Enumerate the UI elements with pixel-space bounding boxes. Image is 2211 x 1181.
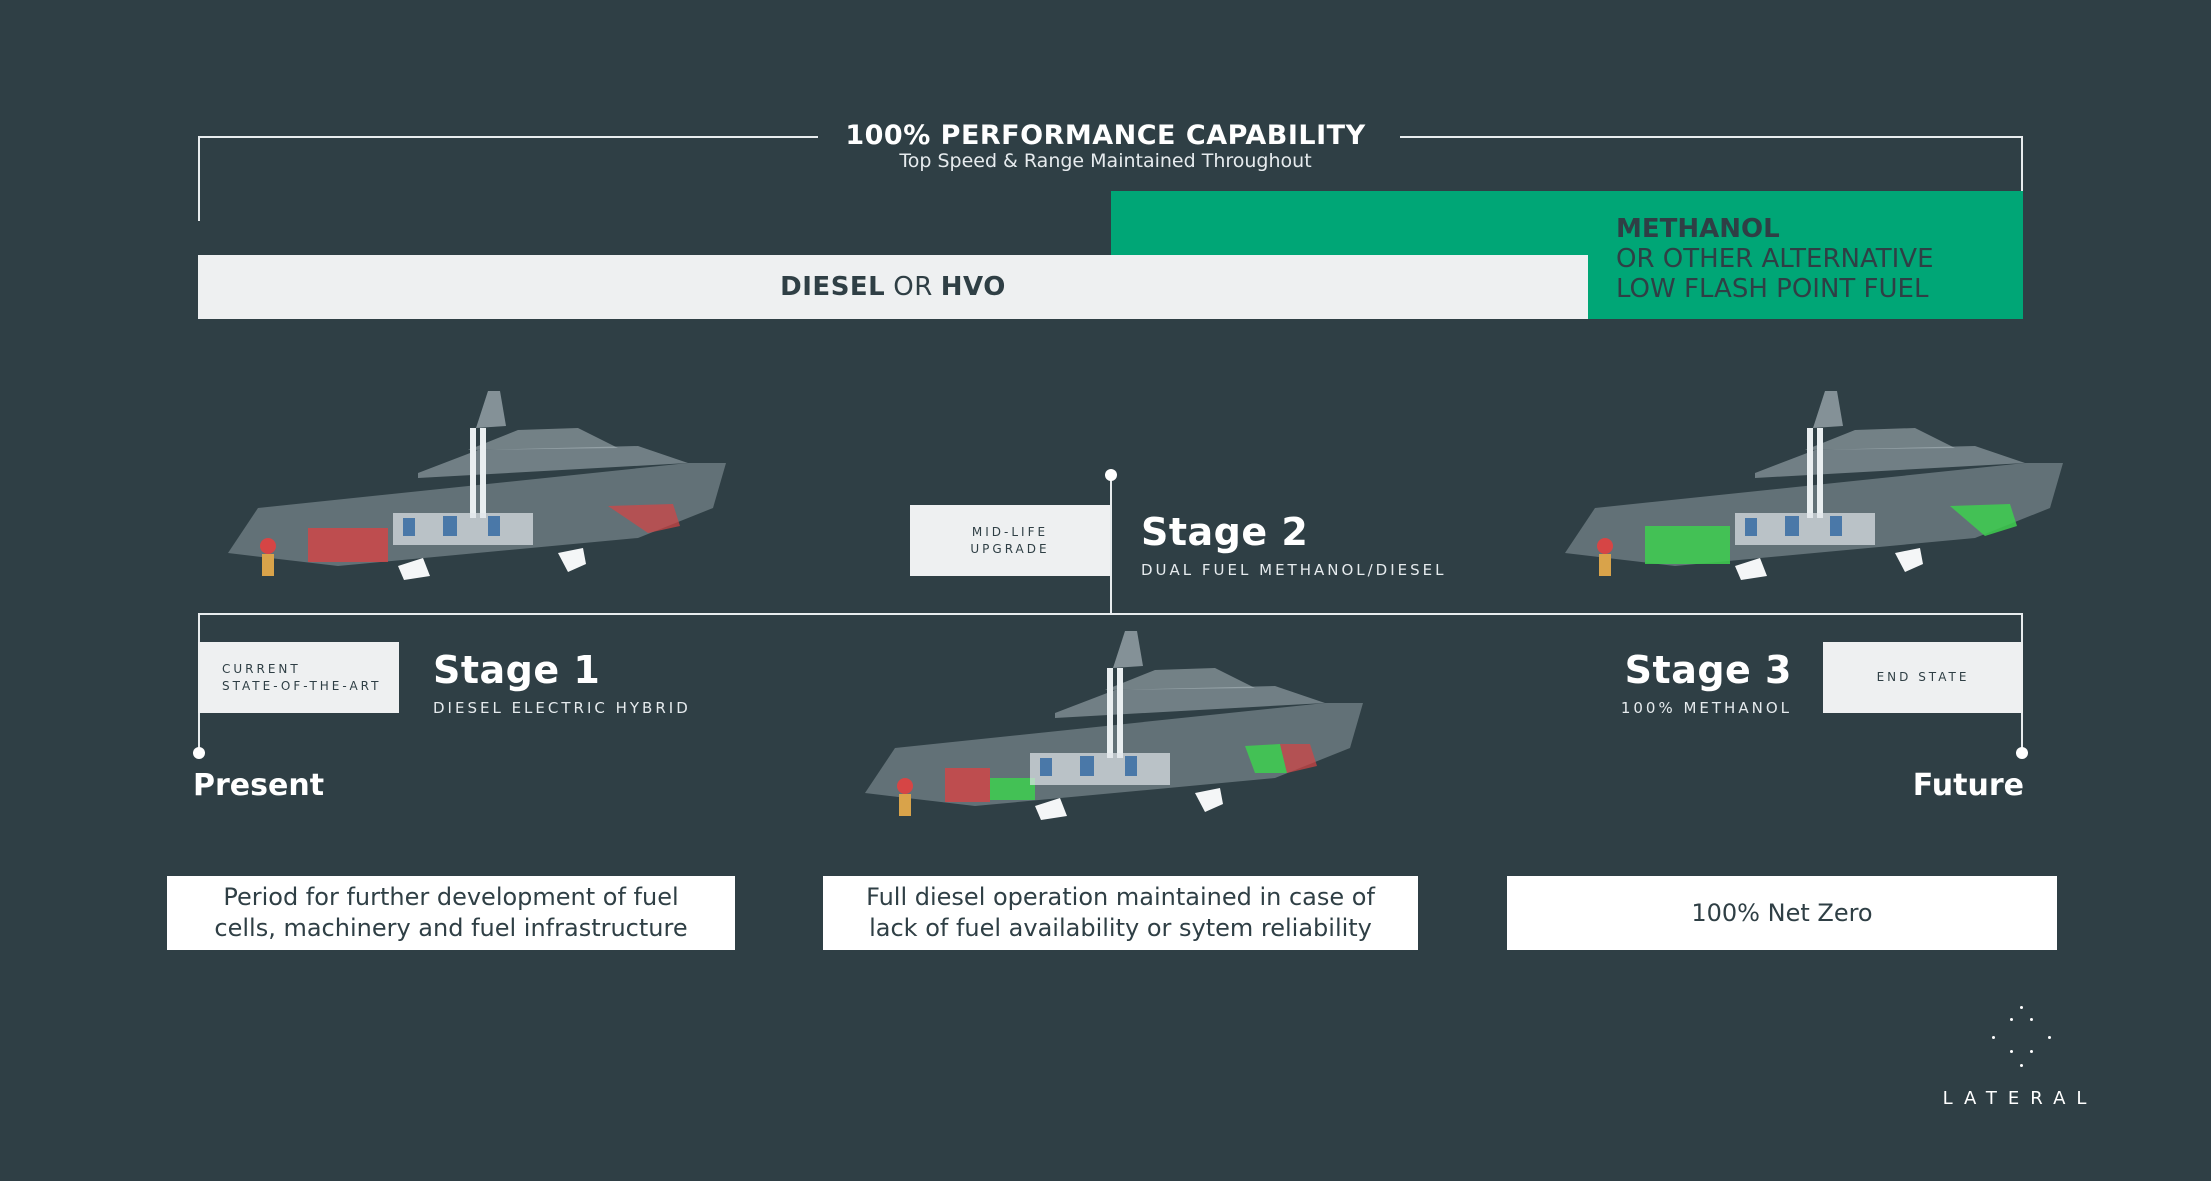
note-right-box: 100% Net Zero (1507, 876, 2057, 950)
future-dot (2016, 747, 2028, 759)
note-center-line1: Full diesel operation maintained in case… (866, 883, 1375, 911)
lateral-logo-mark (1990, 1006, 2054, 1070)
stage2-title: Stage 2 (1141, 510, 1309, 554)
stage3-tag-label: END STATE (1876, 670, 1970, 684)
note-center-box: Full diesel operation maintained in case… (823, 876, 1418, 950)
timeline-present-label: Present (193, 768, 325, 803)
ship-stage3-illustration (1565, 391, 2063, 580)
lateral-logo-text: LATERAL (1942, 1088, 2098, 1109)
stage2-dot (1105, 469, 1117, 481)
stage2-tag-line2: UPGRADE (970, 541, 1050, 556)
methanol-title: METHANOL (1616, 214, 1780, 244)
hvo-label: HVO (940, 272, 1006, 302)
stage2-tag-line1: MID-LIFE (971, 524, 1049, 539)
note-center-line2: lack of fuel availability or sytem relia… (869, 914, 1372, 942)
note-left-line2: cells, machinery and fuel infrastructure (214, 914, 688, 942)
stage1-tag-line1: CURRENT (222, 661, 301, 676)
stage2-subtitle: DUAL FUEL METHANOL/DIESEL (1141, 561, 1447, 579)
header-title: 100% PERFORMANCE CAPABILITY (0, 120, 2211, 151)
note-right-text: 100% Net Zero (1691, 898, 1873, 927)
diesel-hvo-bar: DIESEL OR HVO (198, 255, 1588, 319)
stage3-title: Stage 3 (1624, 648, 1792, 692)
header-bracket-top-left (198, 136, 818, 138)
diesel-or-label: OR (893, 272, 933, 302)
stage1-title: Stage 1 (433, 648, 601, 692)
note-left-box: Period for further development of fuel c… (167, 876, 735, 950)
timeline-future-label: Future (1912, 768, 2024, 803)
diesel-label: DIESEL (780, 272, 886, 302)
ship-stage1-illustration (228, 391, 726, 580)
ship-stage2-illustration (865, 631, 1363, 820)
note-left-line1: Period for further development of fuel (223, 883, 679, 911)
stage3-tag: END STATE (1823, 642, 2023, 713)
stage2-marker-line (1110, 475, 1112, 615)
stage1-tag-line2: STATE-OF-THE-ART (222, 678, 382, 693)
stage2-tag: MID-LIFE UPGRADE (910, 505, 1110, 576)
methanol-bar-right (1588, 255, 2023, 319)
header-subtitle: Top Speed & Range Maintained Throughout (0, 150, 2211, 172)
header-bracket-left-leg (198, 136, 200, 221)
stage1-subtitle: DIESEL ELECTRIC HYBRID (433, 699, 691, 717)
methanol-line2: OR OTHER ALTERNATIVE (1616, 244, 1934, 274)
present-dot (193, 747, 205, 759)
header-bracket-right-leg (2021, 136, 2023, 191)
stage1-tag: CURRENT STATE-OF-THE-ART (198, 642, 399, 713)
methanol-label: METHANOL OR OTHER ALTERNATIVE LOW FLASH … (1616, 214, 1934, 304)
stage3-subtitle: 100% METHANOL (1620, 699, 1792, 717)
methanol-line3: LOW FLASH POINT FUEL (1616, 274, 1929, 304)
header-bracket-top-right (1400, 136, 2023, 138)
methanol-bar-top (1111, 191, 2023, 255)
